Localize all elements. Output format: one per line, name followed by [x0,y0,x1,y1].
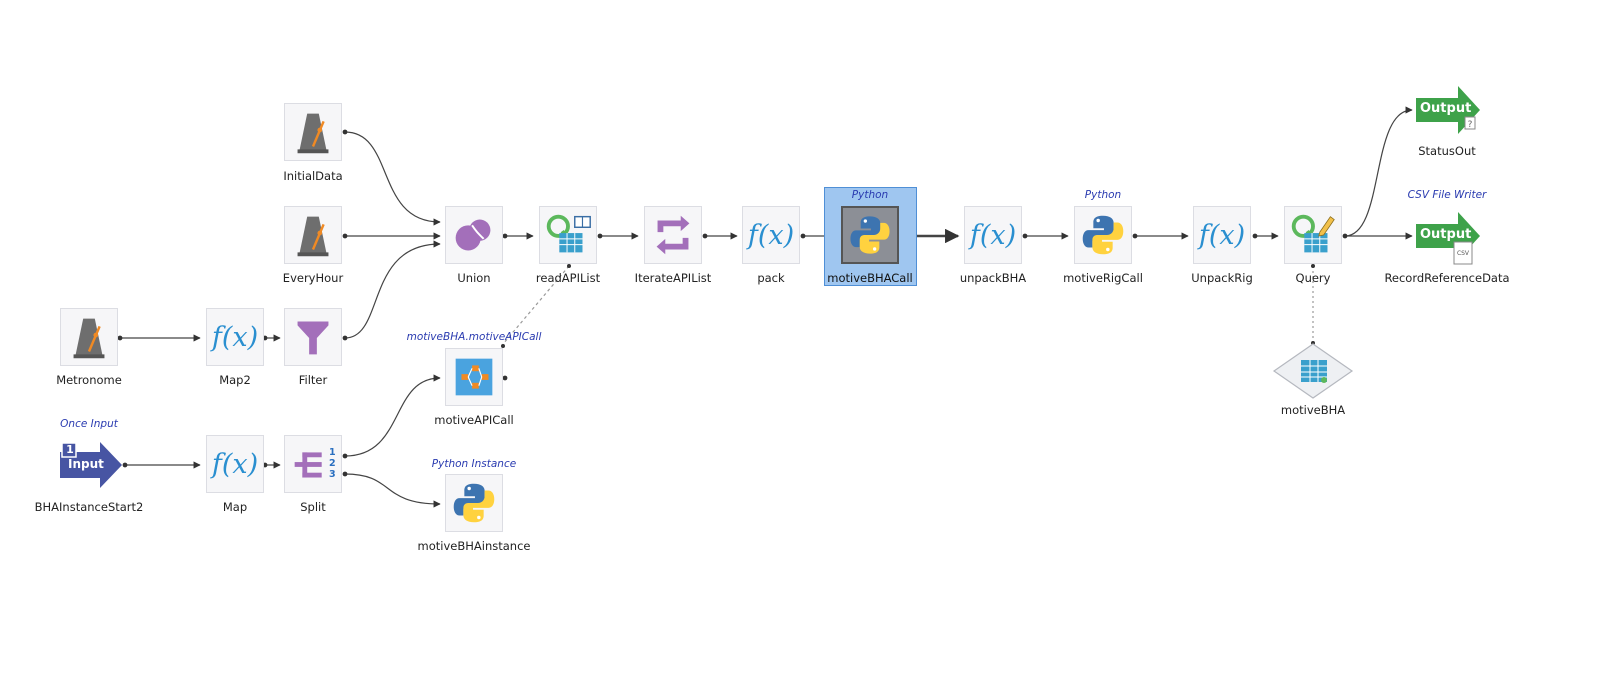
metronome-icon [73,318,105,359]
query-edit-icon [1291,214,1335,253]
node-caption: Python [851,189,889,201]
shared-table-icon [1272,343,1354,399]
node-motivebha[interactable] [1272,343,1354,399]
iterate-icon [656,215,690,255]
metronome-icon [297,216,329,257]
node-motivebhacall[interactable] [841,206,899,264]
svg-text:?: ? [1468,120,1473,130]
query-table-icon [546,214,591,253]
input-badge: 1 [66,443,74,456]
fx-icon: f(x) [747,219,795,251]
python-icon [453,483,495,523]
node-label: Split [300,500,326,514]
output-text: Output [1420,101,1472,116]
node-everyhour[interactable] [284,206,342,264]
csv-file-badge: CSV [1456,250,1470,257]
fx-icon: f(x) [1198,219,1246,251]
node-query[interactable] [1284,206,1342,264]
funnel-icon [297,321,329,355]
node-label: StatusOut [1418,144,1476,158]
node-unpackbha[interactable]: f(x) [964,206,1022,264]
node-union[interactable] [445,206,503,264]
wire-query-statusout [1344,106,1413,237]
split-output-label: 1 [329,447,336,458]
reference-readapilist-motiveapicall [502,265,570,345]
node-label: Union [457,271,491,285]
node-label: Filter [298,373,328,387]
metronome-icon [297,113,329,154]
node-motiverigcall[interactable] [1074,206,1132,264]
python-icon [1082,215,1124,255]
node-pack[interactable]: f(x) [742,206,800,264]
node-map2[interactable]: f(x) [206,308,264,366]
output-arrow-icon: ? [1416,86,1480,134]
node-label: Map2 [219,373,251,387]
split-output-label: 2 [329,458,336,469]
fx-icon: f(x) [211,448,259,480]
wire-split-motivebhainstance [344,473,441,508]
node-statusout[interactable]: ? Output [1414,84,1482,136]
output-text: Output [1420,227,1472,242]
node-recordreferencedata[interactable]: Output CSV [1414,210,1482,266]
node-label: EveryHour [282,271,344,285]
node-label: Query [1295,271,1331,285]
node-bhainstancestart2[interactable]: 1 Input [58,438,124,492]
flow-module-icon [455,358,493,396]
fx-icon: f(x) [969,219,1017,251]
node-label: pack [757,271,785,285]
node-label: motiveBHA [1280,403,1346,417]
node-caption: Python [1084,189,1122,201]
python-icon [850,216,890,254]
node-label: unpackBHA [959,271,1027,285]
wire-filter-union [344,240,441,339]
node-label: motiveRigCall [1063,271,1143,285]
node-label: Metronome [56,373,122,387]
input-text: Input [68,457,104,471]
node-label: RecordReferenceData [1384,271,1510,285]
node-label: Map [222,500,248,514]
node-label: motiveAPICall [434,413,514,427]
node-unpackrig[interactable]: f(x) [1193,206,1251,264]
node-caption: Once Input [60,418,118,430]
node-label: UnpackRig [1191,271,1253,285]
fx-icon: f(x) [211,321,259,353]
node-caption: Python Instance [431,458,517,470]
split-icon [294,452,322,478]
node-label: motiveBHAinstance [417,539,531,553]
node-metronome[interactable] [60,308,118,366]
wire-split-motiveapicall [344,374,441,457]
node-label: BHAInstanceStart2 [34,500,144,514]
node-map[interactable]: f(x) [206,435,264,493]
wire-initialdata-union [344,131,441,226]
union-icon [455,219,491,251]
node-label: motiveBHACall [827,271,913,285]
node-caption: CSV File Writer [1407,189,1487,201]
node-label: InitialData [283,169,343,183]
node-filter[interactable] [284,308,342,366]
node-label: readAPIList [535,271,601,285]
split-output-label: 3 [329,469,336,480]
split-outputs: 1 2 3 [329,447,336,480]
node-label: IterateAPIList [634,271,712,285]
node-initialdata[interactable] [284,103,342,161]
output-arrow-icon [1416,212,1480,265]
node-motivebhainstance[interactable] [445,474,503,532]
node-motiveapicall[interactable] [445,348,503,406]
node-split[interactable]: 1 2 3 [284,435,342,493]
node-readapilist[interactable] [539,206,597,264]
node-iterateapilist[interactable] [644,206,702,264]
input-arrow-icon [60,442,122,488]
node-caption: motiveBHA.motiveAPICall [406,331,542,343]
